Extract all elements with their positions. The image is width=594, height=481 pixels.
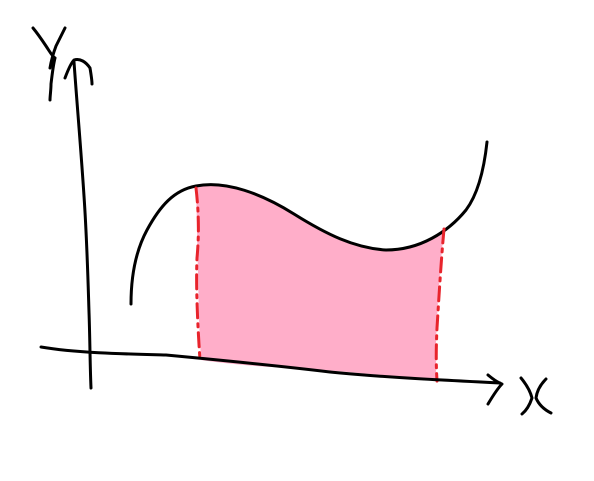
shaded-region <box>196 184 444 380</box>
y-axis <box>63 58 94 390</box>
curve <box>129 140 489 306</box>
x-axis <box>39 345 504 406</box>
x-axis-label-glyph <box>519 376 553 416</box>
y-axis-label-glyph <box>31 26 67 102</box>
right-boundary <box>434 227 446 383</box>
left-boundary <box>194 186 202 362</box>
